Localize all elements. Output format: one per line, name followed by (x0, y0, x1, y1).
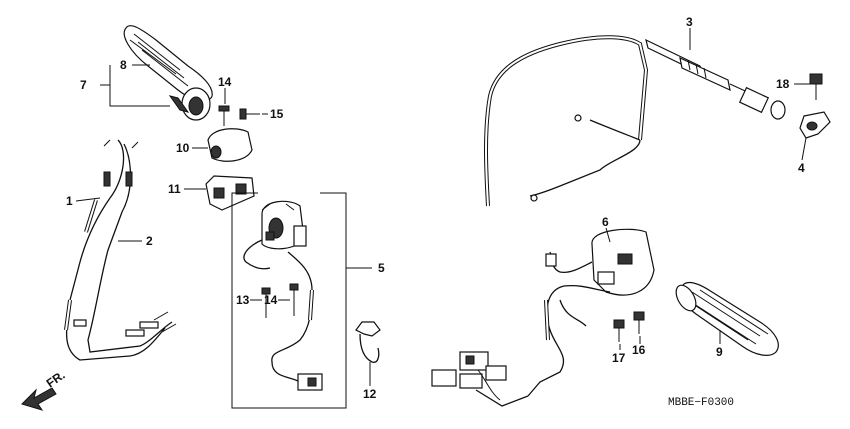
callout-10: 10 (176, 141, 190, 155)
housing-lower-part (205, 175, 255, 211)
screw-16 (633, 311, 645, 334)
throttle-cables-part (64, 139, 177, 361)
callout-13: 13 (236, 293, 250, 307)
screw-14 (289, 283, 299, 316)
callout-18: 18 (776, 77, 790, 91)
callout-12: 12 (363, 387, 377, 401)
front-direction-arrow: FR. (21, 368, 68, 411)
callout-1: 1 (66, 194, 73, 208)
callout-15-a: 14 (218, 75, 232, 89)
bolt-18 (809, 73, 823, 100)
callout-17: 17 (612, 351, 626, 365)
callout-2: 2 (146, 234, 153, 248)
throttle-grip-part (123, 25, 213, 121)
left-grip-part (675, 281, 779, 356)
screw-17 (613, 319, 625, 342)
callout-6: 6 (602, 215, 609, 229)
wire-clamp-part (355, 321, 381, 363)
leader-lines (75, 28, 810, 386)
callout-3: 3 (686, 15, 693, 29)
callout-16: 16 (632, 343, 646, 357)
callout-7: 7 (80, 78, 87, 92)
callout-labels: 8 7 14 15 10 11 1 2 5 13 14 12 3 18 4 6 … (66, 15, 805, 409)
screw-15a (218, 105, 230, 126)
callout-14: 14 (264, 293, 278, 307)
direction-label: FR. (44, 368, 68, 391)
mount-bracket-4 (799, 111, 831, 139)
callout-11: 11 (168, 182, 181, 196)
callout-4: 4 (798, 161, 805, 175)
switch-assembly-part (243, 200, 323, 391)
switch-assembly-bracket (231, 192, 372, 409)
callout-15-b: 15 (270, 107, 284, 121)
housing-upper-part (207, 128, 253, 162)
choke-cable-part (484, 35, 786, 207)
left-switch-part (431, 228, 655, 407)
screw-13 (261, 287, 271, 318)
diagram-code: MBBE−F0300 (668, 397, 734, 409)
screw-15b (239, 108, 260, 120)
callout-8: 8 (120, 58, 127, 72)
callout-9: 9 (716, 345, 723, 359)
callout-5: 5 (378, 261, 385, 275)
